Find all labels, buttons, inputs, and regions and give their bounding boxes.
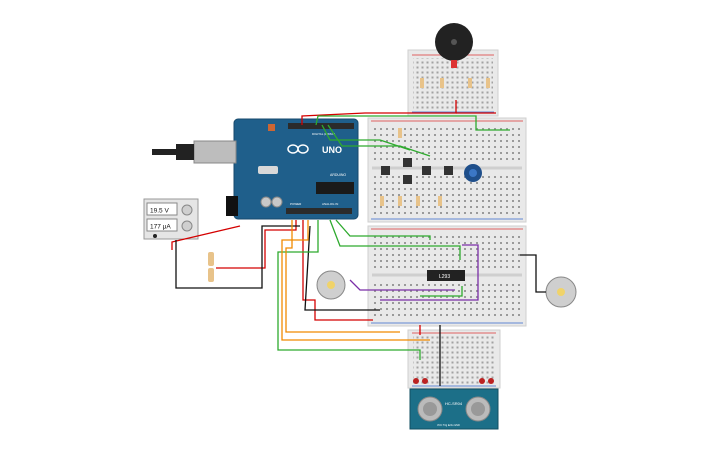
dc-motor-icon[interactable] [316, 270, 346, 300]
arduino-uno-board[interactable]: UNO DIGITAL (PWM~) ARDUINO POWER ANALOG … [233, 118, 359, 220]
multimeter[interactable]: 19.5 V 177 μA [143, 198, 199, 240]
arduino-logo-icon [287, 144, 309, 154]
motor-driver-chip[interactable]: L293 [427, 270, 465, 281]
arduino-model-label: UNO [322, 145, 342, 155]
arduino-digital-label: DIGITAL (PWM~) [312, 132, 335, 136]
ultrasonic-sensor[interactable]: HC-SR04 VCC Trig Echo GND [409, 388, 499, 430]
resistor[interactable] [208, 252, 214, 282]
arduino-brand-label: ARDUINO [330, 173, 346, 177]
power-jack-icon[interactable] [226, 196, 238, 216]
arduino-analog-label: ANALOG IN [322, 202, 338, 206]
voltage-readout: 19.5 V [150, 208, 169, 215]
reset-button[interactable] [268, 124, 275, 131]
resistor[interactable] [380, 78, 490, 206]
meter-dial-icon[interactable] [181, 204, 193, 216]
potentiometer-icon[interactable] [464, 164, 482, 182]
breadboard-bottom[interactable] [407, 329, 501, 389]
buzzer-icon[interactable] [435, 23, 473, 68]
meter-dial-icon[interactable] [181, 220, 193, 232]
sensor-pins-label: VCC Trig Echo GND [437, 424, 460, 427]
usb-connector-icon[interactable] [152, 140, 237, 164]
wires[interactable] [171, 100, 546, 386]
dc-motor-icon[interactable] [545, 276, 577, 308]
sensor-label: HC-SR04 [445, 401, 463, 406]
led[interactable] [413, 378, 494, 384]
current-readout: 177 μA [150, 224, 171, 231]
pushbutton[interactable] [381, 158, 453, 184]
arduino-power-label: POWER [290, 202, 302, 206]
chip-label: L293 [439, 274, 450, 280]
